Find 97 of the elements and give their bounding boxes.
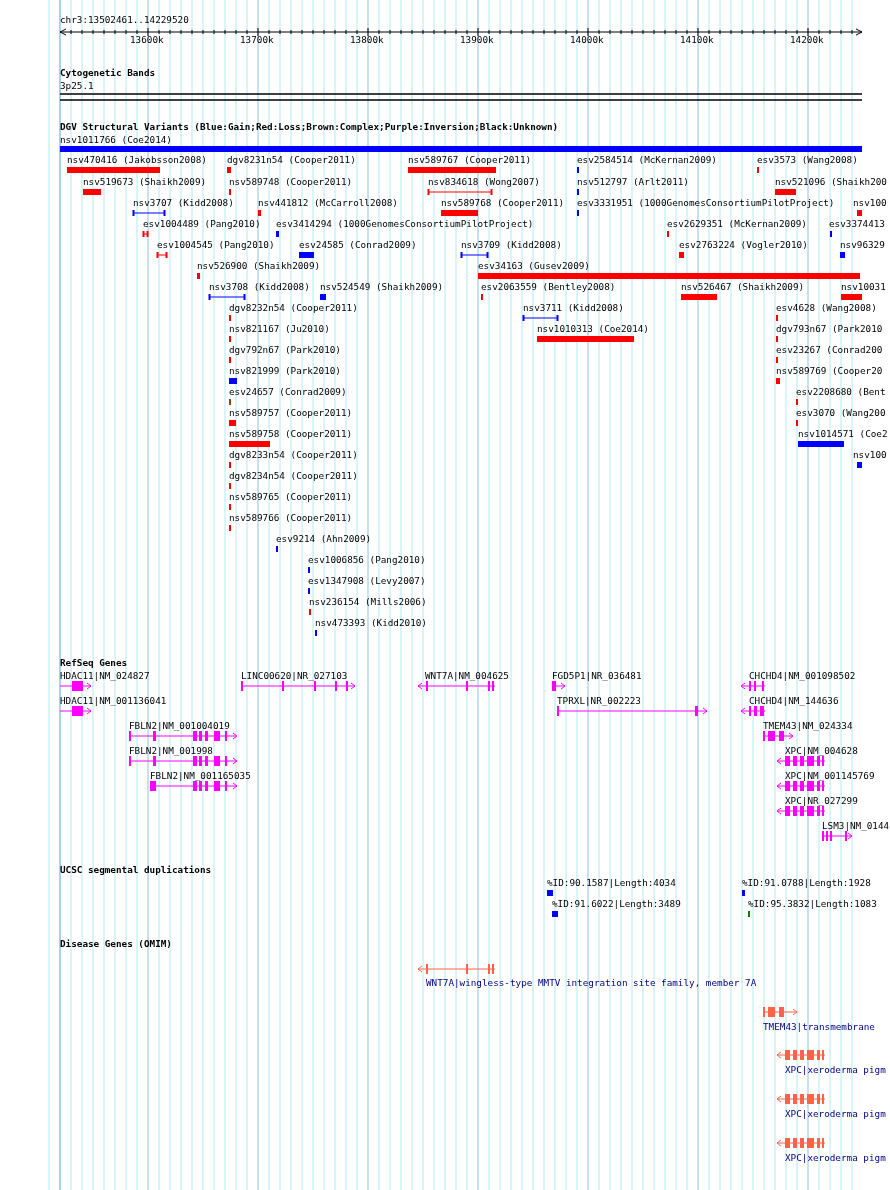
- feature-label: esv1006856 (Pang2010): [308, 554, 426, 566]
- tick-label: 14200k: [790, 34, 824, 46]
- feature-label: nsv100: [853, 197, 887, 209]
- feature-label: nsv834618 (Wong2007): [428, 176, 540, 188]
- track-title: UCSC segmental duplications: [60, 864, 212, 876]
- tick-label: 14000k: [570, 34, 604, 46]
- feature-label: nsv521096 (Shaikh200: [775, 176, 887, 188]
- feature-label: nsv10031: [841, 281, 886, 293]
- feature-label: nsv1010313 (Coe2014): [537, 323, 649, 335]
- feature-label: esv2763224 (Vogler2010): [679, 239, 808, 251]
- feature-label: TPRXL|NR_002223: [557, 695, 641, 707]
- feature-label: dgv8233n54 (Cooper2011): [229, 449, 358, 461]
- disease-gene-label: XPC|xeroderma pigm: [785, 1108, 886, 1120]
- feature-label: esv2063559 (Bentley2008): [481, 281, 616, 293]
- feature-label: XPC|NR_027299: [785, 795, 858, 807]
- track-title: Disease Genes (OMIM): [60, 938, 172, 950]
- feature-label: nsv589768 (Cooper2011): [441, 197, 565, 209]
- feature-label: esv2208680 (Bent: [796, 386, 886, 398]
- feature-label: dgv793n67 (Park2010: [776, 323, 883, 335]
- feature-label: 3p25.1: [60, 80, 94, 92]
- feature-label: WNT7A|NM_004625: [425, 670, 509, 682]
- feature-label: nsv1011766 (Coe2014): [60, 134, 172, 146]
- feature-label: %ID:91.0788|Length:1928: [742, 877, 871, 889]
- feature-label: nsv236154 (Mills2006): [309, 596, 427, 608]
- feature-label: nsv3709 (Kidd2008): [461, 239, 562, 251]
- feature-label: esv3331951 (1000GenomesConsortiumPilotProject): [577, 197, 835, 209]
- feature-label: HDAC11|NM_024827: [60, 670, 150, 682]
- feature-label: esv9214 (Ahn2009): [276, 533, 372, 545]
- feature-label: esv1004489 (Pang2010): [143, 218, 261, 230]
- feature-label: TMEM43|NM_024334: [763, 720, 853, 732]
- feature-label: nsv100: [853, 449, 887, 461]
- feature-label: dgv8231n54 (Cooper2011): [227, 154, 356, 166]
- feature-label: FBLN2|NM_001165035: [150, 770, 251, 782]
- feature-label: esv3374413: [829, 218, 885, 230]
- feature-label: nsv526467 (Shaikh2009): [681, 281, 805, 293]
- feature-label: nsv589748 (Cooper2011): [229, 176, 353, 188]
- feature-label: nsv821167 (Ju2010): [229, 323, 330, 335]
- feature-label: esv24585 (Conrad2009): [299, 239, 417, 251]
- feature-label: %ID:90.1587|Length:4034: [547, 877, 676, 889]
- feature-label: nsv589766 (Cooper2011): [229, 512, 353, 524]
- feature-label: CHCHD4|NM_144636: [749, 695, 839, 707]
- feature-label: nsv589767 (Cooper2011): [408, 154, 532, 166]
- feature-label: FBLN2|NM_001998: [129, 745, 213, 757]
- feature-label: dgv792n67 (Park2010): [229, 344, 341, 356]
- track-title: DGV Structural Variants (Blue:Gain;Red:Loss;Brown:Complex;Purple:Inversion;Black:Unknown): [60, 121, 559, 133]
- feature-label: FGD5P1|NR_036481: [552, 670, 642, 682]
- feature-label: HDAC11|NM_001136041: [60, 695, 167, 707]
- feature-label: esv3414294 (1000GenomesConsortiumPilotProject): [276, 218, 534, 230]
- feature-label: esv34163 (Gusev2009): [478, 260, 590, 272]
- feature-label: esv23267 (Conrad200: [776, 344, 883, 356]
- track-title: RefSeq Genes: [60, 657, 128, 669]
- tick-label: 13800k: [350, 34, 384, 46]
- feature-label: nsv96329: [840, 239, 885, 251]
- feature-label: esv4628 (Wang2008): [776, 302, 877, 314]
- feature-label: dgv8234n54 (Cooper2011): [229, 470, 358, 482]
- feature-label: nsv441812 (McCarroll2008): [258, 197, 398, 209]
- feature-label: nsv589769 (Cooper20: [776, 365, 883, 377]
- feature-label: %ID:95.3832|Length:1083: [748, 898, 877, 910]
- feature-label: FBLN2|NM_001004019: [129, 720, 230, 732]
- feature-label: nsv821999 (Park2010): [229, 365, 341, 377]
- feature-label: esv3070 (Wang200: [796, 407, 886, 419]
- tick-label: 14100k: [680, 34, 714, 46]
- feature-label: nsv3708 (Kidd2008): [209, 281, 310, 293]
- tick-label: 13700k: [240, 34, 274, 46]
- feature-label: esv1347908 (Levy2007): [308, 575, 426, 587]
- feature-label: esv24657 (Conrad2009): [229, 386, 347, 398]
- feature-label: esv2584514 (McKernan2009): [577, 154, 717, 166]
- feature-label: esv2629351 (McKernan2009): [667, 218, 807, 230]
- feature-label: nsv512797 (Arlt2011): [577, 176, 689, 188]
- disease-gene-label: WNT7A|wingless-type MMTV integration site family, member 7A: [426, 977, 757, 989]
- feature-label: esv1004545 (Pang2010): [157, 239, 275, 251]
- disease-gene-label: XPC|xeroderma pigm: [785, 1152, 886, 1164]
- feature-label: esv3573 (Wang2008): [757, 154, 858, 166]
- feature-label: nsv589757 (Cooper2011): [229, 407, 353, 419]
- feature-label: nsv519673 (Shaikh2009): [83, 176, 207, 188]
- feature-label: XPC|NM_004628: [785, 745, 858, 757]
- feature-label: nsv473393 (Kidd2010): [315, 617, 427, 629]
- disease-gene-label: TMEM43|transmembrane: [763, 1021, 875, 1033]
- tick-label: 13900k: [460, 34, 494, 46]
- feature-label: CHCHD4|NM_001098502: [749, 670, 856, 682]
- tick-label: 13600k: [130, 34, 164, 46]
- feature-label: %ID:91.6022|Length:3489: [552, 898, 681, 910]
- feature-label: nsv589758 (Cooper2011): [229, 428, 353, 440]
- feature-label: dgv8232n54 (Cooper2011): [229, 302, 358, 314]
- feature-label: LSM3|NM_0144: [822, 820, 890, 832]
- feature-label: nsv3711 (Kidd2008): [523, 302, 624, 314]
- feature-label: nsv524549 (Shaikh2009): [320, 281, 444, 293]
- feature-label: nsv526900 (Shaikh2009): [197, 260, 321, 272]
- feature-label: LINC00620|NR_027103: [241, 670, 348, 682]
- feature-label: nsv470416 (Jakobsson2008): [67, 154, 207, 166]
- track-title: Cytogenetic Bands: [60, 67, 156, 79]
- feature-label: XPC|NM_001145769: [785, 770, 875, 782]
- feature-label: nsv1014571 (Coe2: [798, 428, 888, 440]
- disease-gene-label: XPC|xeroderma pigm: [785, 1064, 886, 1076]
- feature-label: nsv3707 (Kidd2008): [133, 197, 234, 209]
- feature-label: nsv589765 (Cooper2011): [229, 491, 353, 503]
- region-coordinates-title: chr3:13502461..14229520: [60, 14, 189, 26]
